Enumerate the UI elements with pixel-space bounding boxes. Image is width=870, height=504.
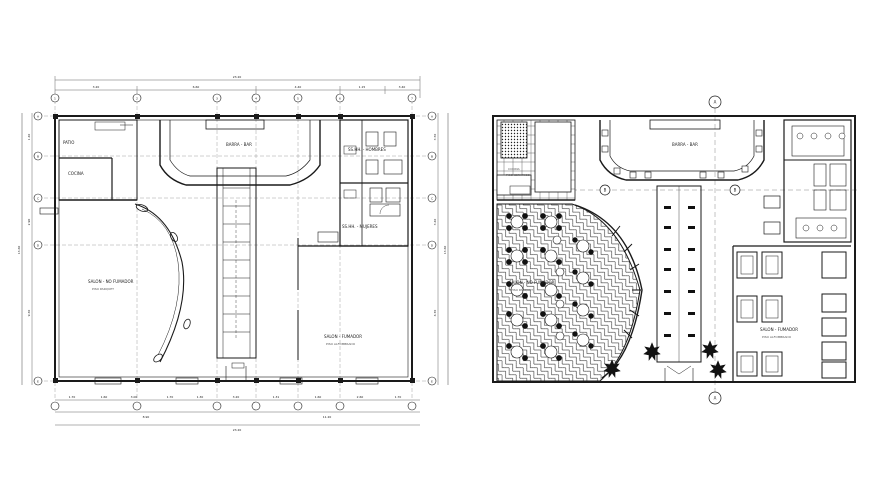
axis-label: 1	[54, 97, 56, 101]
room-label-salon-fumador-right: SALON - FUMADOR	[760, 327, 798, 332]
dim-label: 8.90	[143, 415, 150, 419]
axis-label: 2	[136, 97, 138, 101]
dim-label: 3.40	[433, 219, 437, 226]
room-label-salon-fumador: SALON - FUMADOR	[324, 334, 362, 339]
floor-label-alfombrado-right: PISO ALFOMBRADO	[762, 335, 792, 339]
left-floor-plan	[21, 76, 449, 426]
axis-label: C	[431, 197, 433, 201]
axis-label: B	[37, 155, 39, 159]
dim-label: 3.20	[233, 395, 240, 399]
dim-label: 1.60	[101, 395, 108, 399]
floor-label-alfombrado: PISO ALFOMBRADO	[326, 342, 356, 346]
axis-label: 3	[216, 97, 218, 101]
axis-label: D	[37, 244, 40, 248]
room-label-sshh-hombres: SS.HH. - HOMBRES	[348, 147, 386, 152]
axis-label: E	[37, 380, 39, 384]
room-label-cocina: COCINA	[68, 171, 84, 176]
dim-label: 2.90	[27, 219, 31, 226]
axis-label: 7	[411, 97, 413, 101]
floor-label-parquet: PISO PARQUET	[92, 287, 114, 291]
room-label-barra: BARRA - BAR	[226, 142, 252, 147]
dim-label: 3.00	[131, 395, 138, 399]
section-mark: A	[714, 100, 717, 105]
room-label-patio: PATIO	[63, 140, 74, 145]
room-label-cocina-right: COCINA	[508, 167, 521, 171]
right-plan-labels: COCINA PISO CERAMICO BARRA - BAR SALON -…	[506, 100, 798, 401]
dim-label: 6.70	[433, 310, 437, 317]
dim-overall-height-right: 13.60	[443, 246, 447, 255]
axis-label: B	[431, 155, 433, 159]
dim-label: 1.70	[69, 395, 76, 399]
axis-label: C	[37, 197, 39, 201]
floor-label-ceramico: PISO CERAMICO	[506, 173, 530, 177]
dim-label: 1.70	[395, 395, 402, 399]
room-label-salon-no-fumador-right: SALON - NO FUMADOR	[509, 280, 555, 285]
dim-label: 9.30	[27, 310, 31, 317]
axis-label: E	[431, 380, 433, 384]
dim-label: 4.40	[295, 85, 302, 89]
left-plan-labels: PATIO COCINA BARRA - BAR SS.HH. - HOMBRE…	[17, 75, 447, 432]
dim-label: 11.20	[323, 415, 332, 419]
dim-overall-height: 13.60	[17, 246, 21, 255]
dim-label: 6.60	[193, 85, 200, 89]
dim-label: 1.15	[359, 85, 366, 89]
axis-label: 4	[255, 97, 257, 101]
dim-overall-width: 23.20	[233, 75, 242, 79]
dim-label: 1.70	[167, 395, 174, 399]
floor-label-parquet-right: PISO PARQUET	[511, 288, 533, 292]
dim-label: 2.60	[357, 395, 364, 399]
axis-label: A	[431, 115, 434, 119]
dim-label: 1.31	[273, 395, 280, 399]
section-mark: B	[604, 188, 607, 193]
dim-label: 3.40	[399, 85, 406, 89]
dim-label: 1.40	[27, 134, 31, 141]
dim-label: 1.30	[197, 395, 204, 399]
axis-label: 6	[339, 97, 341, 101]
section-mark: B	[734, 188, 737, 193]
dim-label: 3.20	[93, 85, 100, 89]
axis-label: A	[37, 115, 40, 119]
dim-overall-width-bottom: 23.20	[233, 428, 242, 432]
dim-label: 3.50	[433, 134, 437, 141]
room-label-sshh-mujeres: SS.HH. - MUJERES	[342, 224, 378, 229]
axis-label: 5	[297, 97, 299, 101]
room-label-salon-no-fumador: SALON - NO FUMADOR	[88, 279, 134, 284]
axis-label: D	[431, 244, 434, 248]
room-label-barra-right: BARRA - BAR	[672, 142, 698, 147]
dim-label: 1.60	[315, 395, 322, 399]
right-floor-plan	[492, 95, 860, 405]
section-mark: A	[714, 396, 717, 401]
